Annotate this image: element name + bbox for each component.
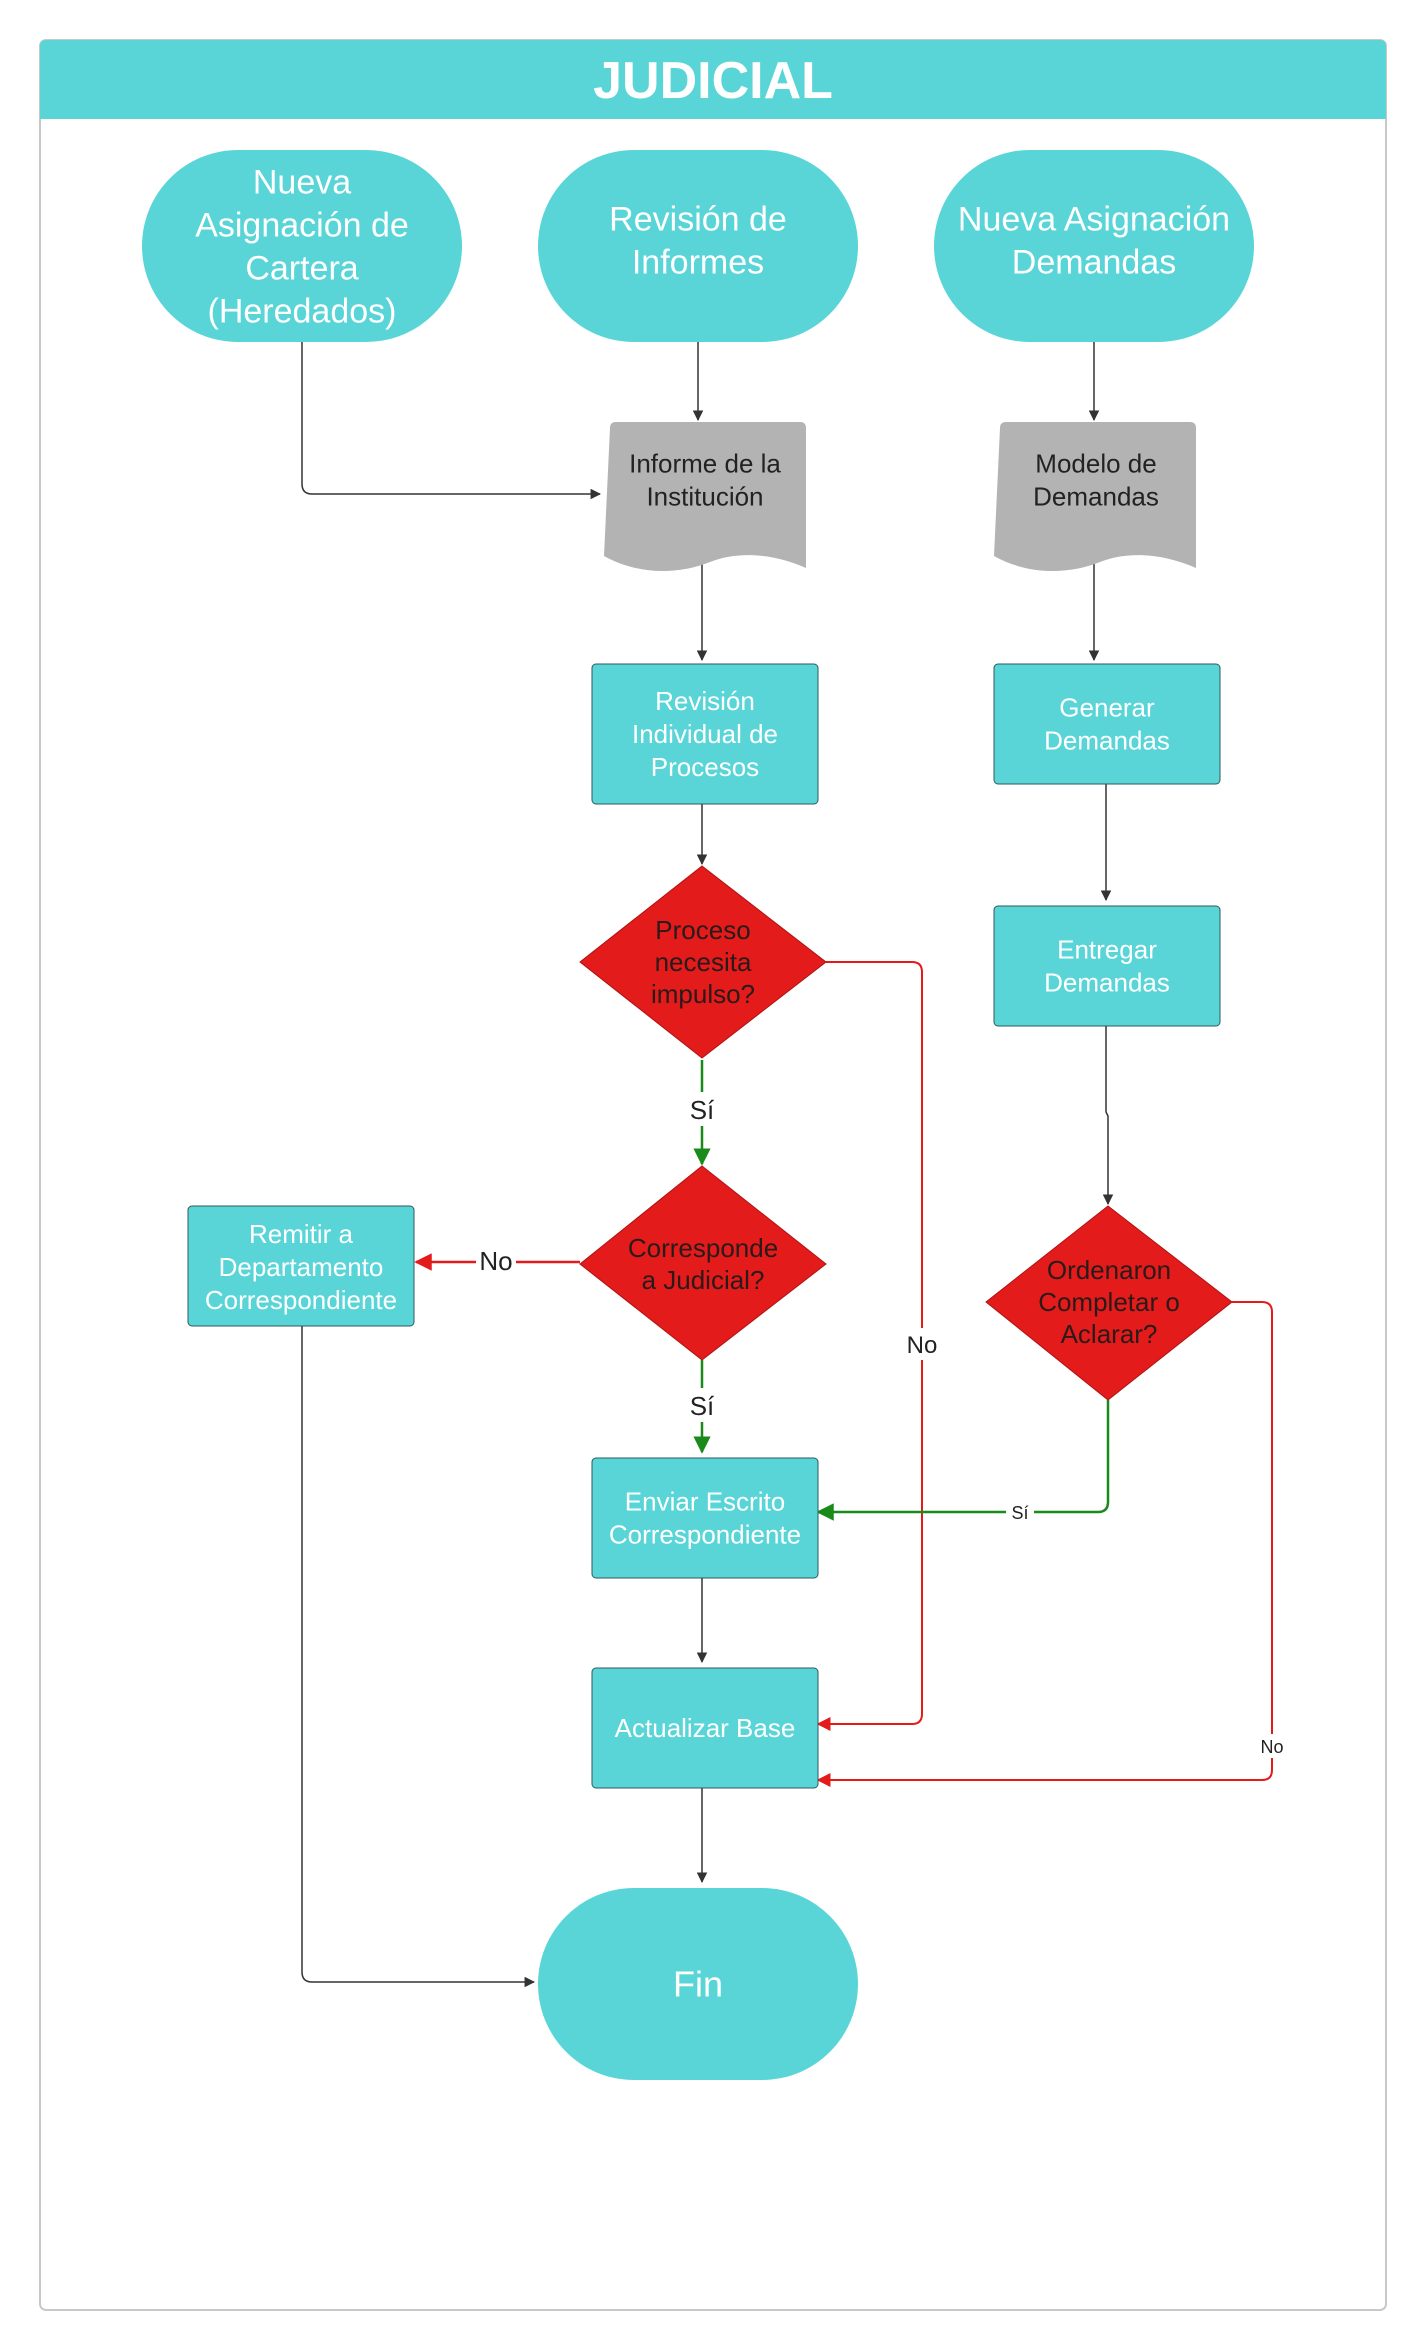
edge-ordenaron-si: [816, 1400, 1110, 1521]
title-bar: [40, 40, 1386, 119]
start-node-informes[interactable]: [538, 150, 858, 342]
dec-ordenaron-line: Completar o: [1038, 1287, 1180, 1317]
edge-ordenaron-no: [816, 1301, 1273, 1787]
start-cartera-line: Asignación de: [195, 206, 409, 244]
doc-informe-line: Informe de la: [629, 449, 781, 479]
decision-node-judicial[interactable]: [579, 1165, 827, 1361]
process-node-generar[interactable]: [993, 663, 1221, 785]
start-informes-line: Revisión de: [609, 200, 787, 238]
dec-impulso-line: Proceso: [655, 915, 750, 945]
edge-label-ordenaron-no: No: [1260, 1737, 1283, 1757]
dec-impulso-line: impulso?: [651, 979, 755, 1009]
document-node-modelo[interactable]: [994, 422, 1196, 572]
doc-modelo-line: Demandas: [1033, 482, 1159, 512]
dec-ordenaron-line: Ordenaron: [1047, 1255, 1171, 1285]
start-informes-line: Informes: [632, 243, 764, 281]
process-node-revision[interactable]: [591, 663, 819, 805]
process-node-remitir[interactable]: [187, 1205, 415, 1327]
label-bg: [1256, 1734, 1288, 1758]
edge-label-ordenaron-si: Sí: [1011, 1503, 1028, 1523]
label-bg: [1006, 1500, 1034, 1524]
start-node-informes-label: Revisión de Informes: [609, 200, 787, 281]
dec-ordenaron-line: Aclarar?: [1061, 1319, 1158, 1349]
edge-entregar-ordenaron: [1102, 1022, 1114, 1206]
proc-revision-line: Revisión: [655, 686, 755, 716]
doc-modelo-line: Modelo de: [1035, 449, 1156, 479]
start-node-cartera[interactable]: [142, 150, 462, 342]
process-node-entregar[interactable]: [993, 905, 1221, 1027]
decision-node-ordenaron[interactable]: [985, 1205, 1233, 1401]
page-title: JUDICIAL: [593, 52, 833, 110]
end-node-fin[interactable]: [538, 1888, 858, 2080]
edge-label-impulso-si: Sí: [690, 1095, 715, 1125]
document-node-informe[interactable]: [604, 422, 806, 572]
edge-label-judicial-si: Sí: [690, 1391, 715, 1421]
start-cartera-line: (Heredados): [208, 292, 397, 330]
process-node-enviar[interactable]: [591, 1457, 819, 1579]
proc-enviar-line: Correspondiente: [609, 1520, 801, 1550]
proc-entregar-line: Demandas: [1044, 968, 1170, 998]
proc-enviar-line: Enviar Escrito: [625, 1487, 785, 1517]
proc-revision-line: Individual de: [632, 719, 778, 749]
dec-judicial-line: a Judicial?: [642, 1265, 765, 1295]
start-demandas-line: Demandas: [1012, 243, 1176, 281]
process-node-actualizar[interactable]: [591, 1667, 819, 1789]
proc-remitir-line: Correspondiente: [205, 1285, 397, 1315]
label-bg: [684, 1092, 720, 1126]
label-bg: [684, 1388, 720, 1422]
edge-label-judicial-no: No: [479, 1246, 512, 1276]
dec-impulso-line: necesita: [655, 947, 752, 977]
start-node-demandas[interactable]: [934, 150, 1254, 342]
dec-judicial-line: Corresponde: [628, 1233, 778, 1263]
process-node-actualizar-label: Actualizar Base: [615, 1713, 796, 1743]
label-bg: [476, 1246, 516, 1276]
start-cartera-line: Nueva: [253, 163, 351, 201]
proc-generar-line: Generar: [1059, 693, 1155, 723]
edge-cartera-informe: [301, 342, 602, 500]
proc-remitir-line: Remitir a: [249, 1219, 354, 1249]
proc-remitir-line: Departamento: [219, 1252, 384, 1282]
label-bg: [902, 1328, 942, 1360]
edge-remitir-fin: [301, 1322, 536, 1988]
end-fin-line: Fin: [673, 1964, 723, 2005]
proc-entregar-line: Entregar: [1057, 935, 1157, 965]
end-node-fin-label: Fin: [673, 1964, 723, 2005]
proc-actualizar-line: Actualizar Base: [615, 1713, 796, 1743]
start-cartera-line: Cartera: [245, 249, 358, 287]
proc-revision-line: Procesos: [651, 752, 759, 782]
proc-generar-line: Demandas: [1044, 726, 1170, 756]
decision-node-impulso[interactable]: [579, 865, 827, 1059]
edge-label-impulso-no: No: [907, 1332, 938, 1359]
doc-informe-line: Institución: [646, 482, 763, 512]
start-demandas-line: Nueva Asignación: [958, 200, 1230, 238]
